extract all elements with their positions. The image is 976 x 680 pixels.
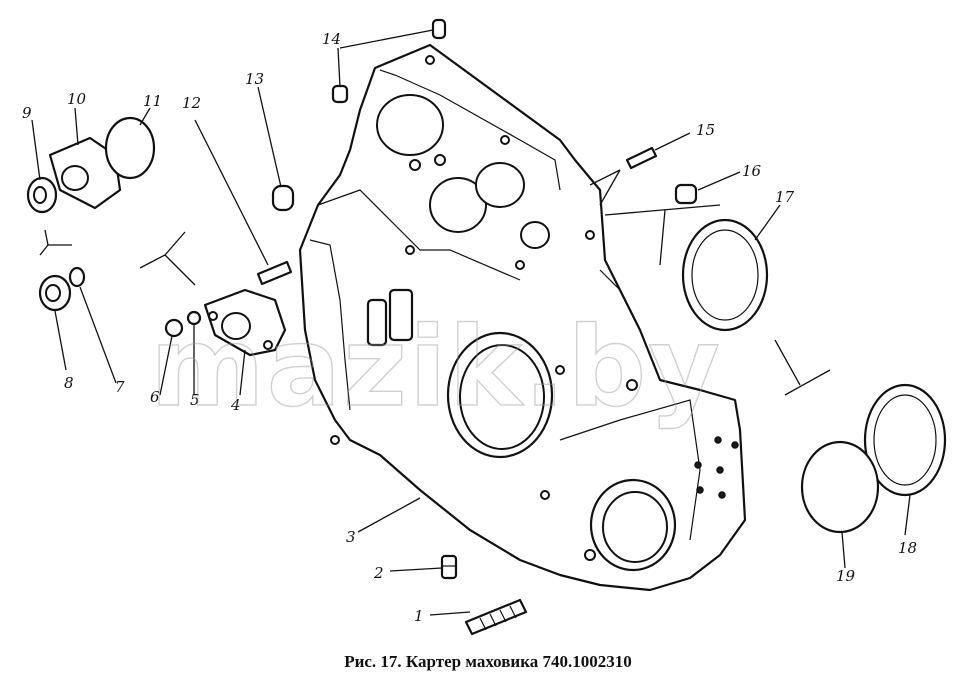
callout-16: 16 (742, 162, 762, 180)
callout-14: 14 (322, 30, 341, 48)
callout-11: 11 (143, 92, 162, 110)
callout-3: 3 (346, 528, 356, 546)
seal-part-8 (38, 274, 72, 312)
seal-ring-part-17 (681, 218, 769, 332)
callout-9: 9 (22, 104, 32, 122)
watermark: mazik.by (150, 303, 722, 431)
callout-5: 5 (190, 391, 200, 409)
flywheel-housing (298, 43, 747, 592)
plug-part-2 (440, 554, 458, 580)
washer-part-5 (186, 310, 202, 326)
washer-part-7 (68, 266, 86, 288)
seal-part-9 (26, 176, 58, 214)
bracket-part-4 (203, 288, 287, 357)
callout-6: 6 (150, 388, 160, 406)
callout-2: 2 (373, 564, 384, 582)
sleeve-part-13 (271, 184, 295, 212)
figure-caption: Рис. 17. Картер маховика 740.1002310 (344, 652, 632, 671)
bushing-part-14 (331, 84, 349, 104)
callout-10: 10 (67, 90, 87, 108)
nut-part-6 (164, 318, 184, 338)
pin-part-15 (625, 146, 658, 170)
ring-part-19 (800, 440, 880, 534)
stud-part-1 (464, 598, 528, 636)
bracket-part-10 (48, 136, 122, 210)
callout-19: 19 (836, 567, 856, 585)
pin-part-16 (674, 183, 698, 205)
o-ring-part-11 (104, 116, 156, 180)
callout-labels: 1 2 3 4 5 6 7 8 9 10 11 12 13 14 15 16 1… (22, 30, 917, 625)
callout-18: 18 (898, 539, 917, 557)
assembly-arrows (39, 169, 831, 396)
bushing-part-14b (431, 18, 447, 40)
callout-7: 7 (115, 378, 125, 396)
cuff-part-18 (863, 383, 947, 497)
stud-part-12 (256, 260, 293, 286)
callout-12: 12 (182, 94, 201, 112)
callout-13: 13 (245, 70, 264, 88)
callout-4: 4 (230, 396, 241, 414)
leader-lines (31, 29, 911, 616)
callout-1: 1 (414, 607, 424, 625)
callout-15: 15 (696, 121, 715, 139)
callout-8: 8 (64, 374, 74, 392)
callout-17: 17 (775, 188, 795, 206)
